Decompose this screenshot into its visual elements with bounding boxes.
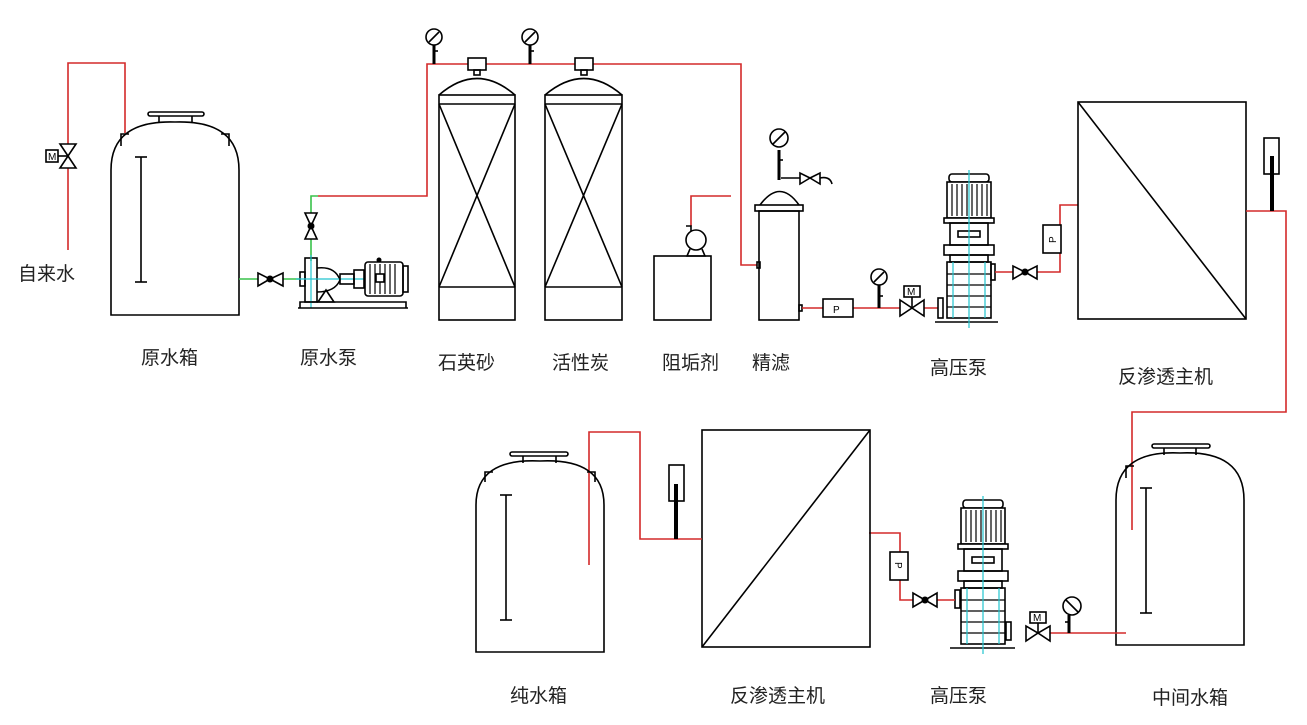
svg-text:M: M xyxy=(1033,613,1041,624)
vent-valve-icon[interactable] xyxy=(781,171,833,186)
high-pressure-switch[interactable]: P xyxy=(1042,224,1062,254)
svg-text:P: P xyxy=(892,562,903,569)
motor-valve-1[interactable]: M xyxy=(899,285,925,318)
motor-valve-symbol: M xyxy=(48,152,56,163)
inlet-motor-valve-icon[interactable]: M xyxy=(45,143,78,169)
tank-outlet-valve-icon[interactable] xyxy=(257,271,284,288)
label-antiscalant: 阻垢剂 xyxy=(662,352,719,374)
svg-text:P: P xyxy=(1048,236,1059,243)
ro-unit-2[interactable] xyxy=(701,429,871,648)
intermediate-water-tank[interactable] xyxy=(1115,443,1245,646)
svg-text:P: P xyxy=(833,305,840,316)
high-pressure-pump-1[interactable] xyxy=(935,170,998,328)
low-pressure-switch[interactable]: P xyxy=(822,298,854,318)
label-ro-unit-1: 反渗透主机 xyxy=(1118,366,1213,388)
pressure-gauge-icon xyxy=(1062,596,1082,623)
label-quartz-sand-filter: 石英砂 xyxy=(438,352,495,374)
antiscalant-dosing-unit[interactable] xyxy=(653,225,712,321)
label-intermediate-tank: 中间水箱 xyxy=(1152,687,1228,709)
label-precision-filter: 精滤 xyxy=(752,352,790,374)
label-activated-carbon-filter: 活性炭 xyxy=(552,352,609,374)
label-raw-water-tank: 原水箱 xyxy=(141,347,198,369)
pure-water-tank[interactable] xyxy=(475,451,605,653)
pressure-gauge-icon xyxy=(769,128,789,161)
hp-pump-1-discharge-valve-icon[interactable] xyxy=(1012,264,1038,281)
hp-pump-2-discharge-valve-icon[interactable] xyxy=(912,591,938,609)
svg-text:M: M xyxy=(907,287,915,298)
high-pressure-pump-2[interactable] xyxy=(950,496,1015,654)
motor-valve-2[interactable]: M xyxy=(1025,611,1051,643)
pressure-gauge-icon xyxy=(425,28,443,64)
pump-discharge-valve-icon[interactable] xyxy=(303,212,319,240)
raw-water-tank[interactable] xyxy=(110,111,240,316)
high-pressure-switch[interactable]: P xyxy=(889,551,909,581)
label-raw-water-pump: 原水泵 xyxy=(300,347,357,369)
conductivity-meter-icon xyxy=(668,464,685,539)
ro-unit-1[interactable] xyxy=(1077,101,1247,320)
dosing-pipe xyxy=(690,195,731,226)
pressure-gauge-icon xyxy=(521,28,539,64)
activated-carbon-filter[interactable] xyxy=(544,57,623,321)
conductivity-meter-icon xyxy=(1263,137,1280,211)
label-high-pressure-pump-1: 高压泵 xyxy=(930,357,987,379)
ro-2-feed-pipe xyxy=(869,532,955,601)
label-tap-water: 自来水 xyxy=(18,263,75,285)
label-pure-water-tank: 纯水箱 xyxy=(510,685,567,707)
ro-1-feed-pipe xyxy=(995,204,1078,273)
pressure-gauge-icon xyxy=(870,268,888,297)
precision-filter[interactable] xyxy=(754,190,804,321)
label-ro-unit-2: 反渗透主机 xyxy=(730,685,825,707)
label-high-pressure-pump-2: 高压泵 xyxy=(930,685,987,707)
tap-water-inlet-pipe xyxy=(67,62,126,250)
quartz-sand-filter[interactable] xyxy=(438,57,516,321)
ro-2-permeate-pipe xyxy=(588,431,702,565)
